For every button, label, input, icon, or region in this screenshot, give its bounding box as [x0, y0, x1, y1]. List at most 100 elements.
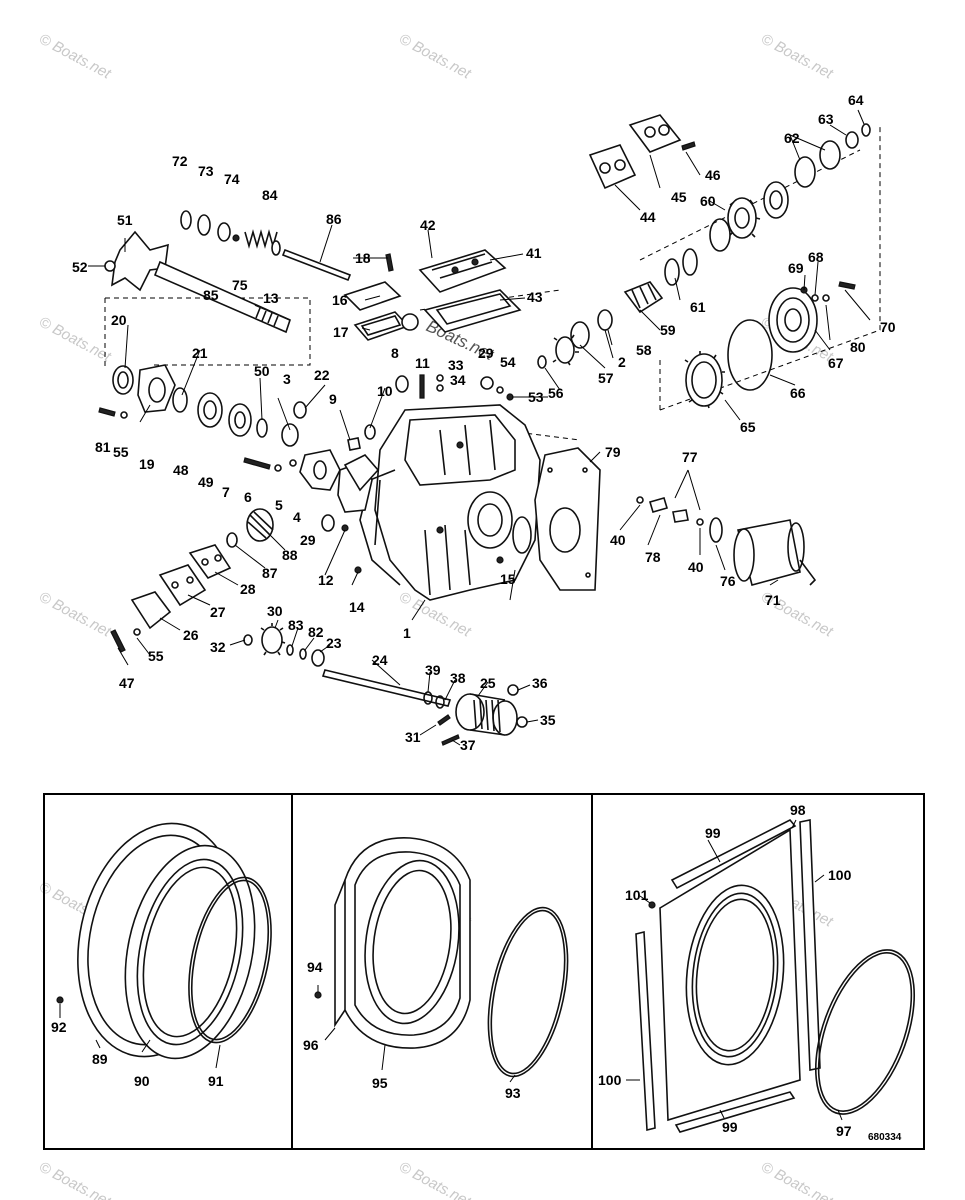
callout-label: 58 — [636, 342, 652, 358]
callout-label: 47 — [119, 675, 135, 691]
gear-housing — [359, 404, 541, 601]
drawing-code: 680334 — [868, 1132, 902, 1143]
callout-label: 67 — [828, 355, 844, 371]
callout-label: 96 — [303, 1037, 319, 1053]
callout-label: 42 — [420, 217, 436, 233]
callout-label: 12 — [318, 572, 334, 588]
callout-label: 31 — [405, 729, 421, 745]
callout-label: 85 — [203, 287, 219, 303]
input-shaft-gears — [537, 281, 664, 369]
top-covers — [343, 249, 522, 341]
callout-label: 17 — [333, 324, 349, 340]
callout-label: 26 — [183, 627, 199, 643]
callout-label: 27 — [210, 604, 226, 620]
callout-label: 15 — [500, 571, 516, 587]
callout-label: 83 — [288, 617, 304, 633]
callout-label: 78 — [645, 549, 661, 565]
callout-label: 33 — [448, 357, 464, 373]
callout-label: 8 — [391, 345, 399, 361]
callout-label: 72 — [172, 153, 188, 169]
callout-label: 95 — [372, 1075, 388, 1091]
callout-label: 2 — [618, 354, 626, 370]
callout-label: 91 — [208, 1073, 224, 1089]
callout-label: 16 — [332, 292, 348, 308]
callout-label: 10 — [377, 383, 393, 399]
callout-label: 77 — [682, 449, 698, 465]
watermark: © Boats.net — [396, 31, 474, 83]
callout-label: 82 — [308, 624, 324, 640]
callout-label: 92 — [51, 1019, 67, 1035]
dashed-guide-right — [659, 125, 881, 411]
callout-label: 40 — [688, 559, 704, 575]
callout-label: 80 — [850, 339, 866, 355]
callout-label: 90 — [134, 1073, 150, 1089]
lower-drum — [423, 684, 528, 746]
callout-label: 89 — [92, 1051, 108, 1067]
callout-label: 20 — [111, 312, 127, 328]
callout-label: 52 — [72, 259, 88, 275]
callout-label: 11 — [415, 355, 430, 371]
callout-label: 29 — [478, 345, 494, 361]
callout-label: 99 — [722, 1119, 738, 1135]
callout-label: 71 — [765, 592, 781, 608]
callout-label: 37 — [460, 737, 476, 753]
callout-label: 40 — [610, 532, 626, 548]
callout-label: 51 — [117, 212, 133, 228]
callout-label: 81 — [95, 439, 111, 455]
callout-label: 55 — [148, 648, 164, 664]
callout-label: 49 — [198, 474, 214, 490]
callout-label: 57 — [598, 370, 614, 386]
panel-frame — [43, 793, 925, 1150]
output-shaft — [104, 230, 291, 334]
spring-assembly — [180, 210, 281, 256]
callout-label: 38 — [450, 670, 466, 686]
callout-label: 41 — [526, 245, 542, 261]
watermark: © Boats.net — [36, 1159, 114, 1200]
callout-label: 73 — [198, 163, 214, 179]
small-fittings — [395, 374, 514, 401]
callout-label: 56 — [548, 385, 564, 401]
watermark: © Boats.net — [758, 31, 836, 83]
callout-label: 6 — [244, 489, 252, 505]
callout-label: 30 — [267, 603, 283, 619]
callout-label: 99 — [705, 825, 721, 841]
callout-label: 86 — [326, 211, 342, 227]
callout-label: 64 — [848, 92, 864, 108]
panel-2-housing-ring: 93 94 95 96 — [303, 837, 569, 1101]
callout-label: 29 — [300, 532, 316, 548]
callout-label: 94 — [307, 959, 323, 975]
callout-label: 54 — [500, 354, 516, 370]
watermark: © Boats.net — [36, 314, 114, 366]
callout-label: 44 — [640, 209, 656, 225]
callout-label: 22 — [314, 367, 330, 383]
lower-left-plates — [110, 508, 335, 653]
callout-label: 14 — [349, 599, 365, 615]
callout-label: 69 — [788, 260, 804, 276]
callout-label: 5 — [275, 497, 283, 513]
callout-label: 60 — [700, 193, 716, 209]
lower-gear-shaft — [243, 623, 452, 707]
callout-label: 68 — [808, 249, 824, 265]
callout-label: 53 — [528, 389, 544, 405]
callout-label: 39 — [425, 662, 441, 678]
callout-label: 63 — [818, 111, 834, 127]
callout-label: 79 — [605, 444, 621, 460]
watermark: © Boats.net — [36, 31, 114, 83]
callout-label: 13 — [263, 290, 279, 306]
callout-label: 23 — [326, 635, 342, 651]
dashed-guide-cover — [419, 289, 561, 311]
watermark: © Boats.net — [758, 1159, 836, 1200]
callout-label: 70 — [880, 319, 896, 335]
callout-label: 45 — [671, 189, 687, 205]
gasket-plate — [512, 447, 601, 591]
callout-label: 75 — [232, 277, 248, 293]
shift-forks — [243, 424, 380, 574]
callout-label: 74 — [224, 171, 240, 187]
watermark: © Boats.net — [36, 589, 114, 641]
filter-assembly — [636, 496, 817, 586]
callout-label: 87 — [262, 565, 278, 581]
callout-label: 100 — [828, 867, 852, 883]
callout-label: 101 — [625, 887, 649, 903]
callout-label: 65 — [740, 419, 756, 435]
